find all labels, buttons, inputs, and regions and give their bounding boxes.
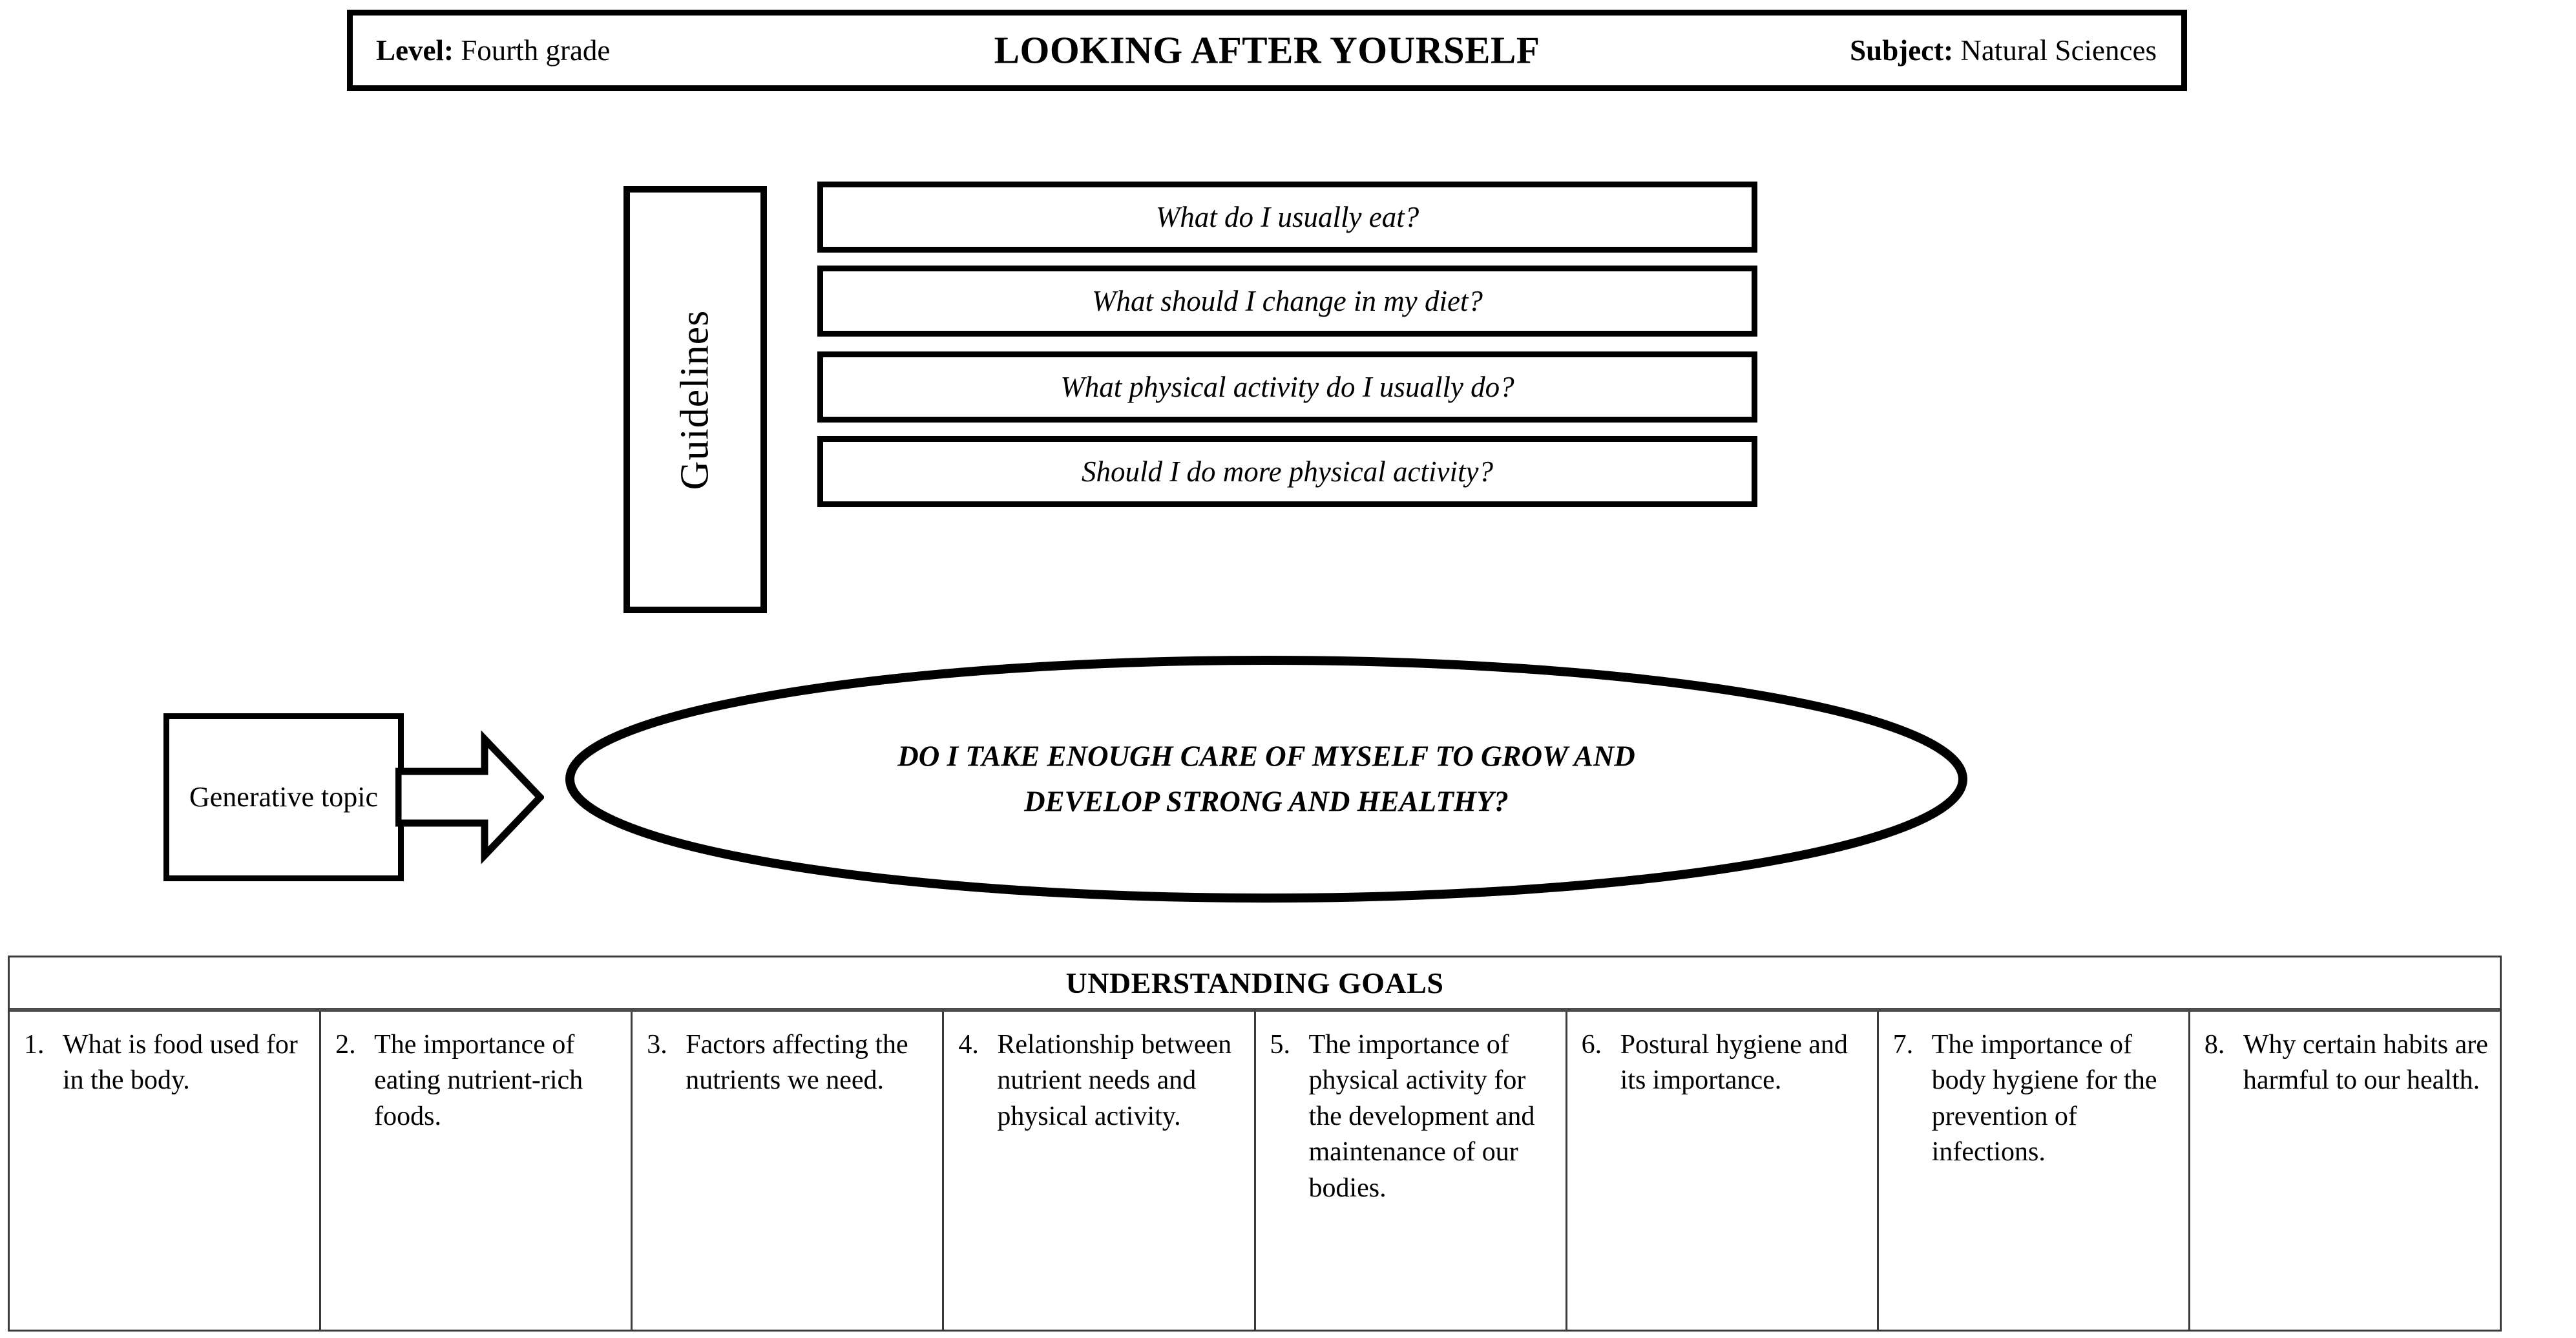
goal-number-2: 2. [335,1030,356,1060]
guideline-item-4-text: Should I do more physical activity? [1082,455,1493,488]
goal-number-7: 7. [1892,1030,1914,1060]
goal-text-3: Factors affecting the nutrients we need. [686,1030,908,1096]
goal-cell-1: 1. What is food used for in the body. [10,1012,322,1330]
goal-number-8: 8. [2204,1030,2225,1060]
guideline-item-1-text: What do I usually eat? [1155,201,1419,233]
goal-number-6: 6. [1581,1030,1602,1060]
central-question-text: DO I TAKE ENOUGH CARE OF MYSELF TO GROW … [760,734,1773,824]
right-arrow-icon [395,724,544,871]
goal-cell-2: 2. The importance of eating nutrient-ric… [321,1012,633,1330]
guidelines-label: Guidelines [673,309,717,490]
goal-text-5: The importance of physical activity for … [1308,1030,1535,1203]
guideline-item-2: What should I change in my diet? [817,266,1757,337]
goal-number-3: 3. [647,1030,667,1060]
understanding-goals-table: UNDERSTANDING GOALS 1. What is food used… [8,956,2502,1332]
understanding-goals-row: 1. What is food used for in the body. 2.… [10,1012,2500,1330]
central-question-ellipse: DO I TAKE ENOUGH CARE OF MYSELF TO GROW … [563,655,1969,903]
header-level: Level: Fourth grade [376,34,610,67]
goal-text-7: The importance of body hygiene for the p… [1931,1030,2157,1167]
header-subject-value: Natural Sciences [1953,34,2157,67]
header-bar: Level: Fourth grade LOOKING AFTER YOURSE… [347,10,2187,91]
goal-text-4: Relationship between nutrient needs and … [997,1030,1232,1131]
goal-text-2: The importance of eating nutrient-rich f… [374,1030,583,1131]
guideline-item-1: What do I usually eat? [817,182,1757,253]
goal-text-1: What is food used for in the body. [63,1030,298,1096]
guideline-item-3-text: What physical activity do I usually do? [1060,371,1514,403]
guidelines-label-box: Guidelines [623,186,767,613]
goal-cell-7: 7. The importance of body hygiene for th… [1879,1012,2190,1330]
central-question-line-2: DEVELOP STRONG AND HEALTHY? [1024,785,1509,817]
understanding-goals-header-row: UNDERSTANDING GOALS [10,957,2500,1012]
goal-text-6: Postural hygiene and its importance. [1620,1030,1848,1096]
header-level-value: Fourth grade [453,34,611,67]
understanding-goals-title: UNDERSTANDING GOALS [1065,966,1444,999]
goal-cell-5: 5. The importance of physical activity f… [1256,1012,1567,1330]
guideline-item-2-text: What should I change in my diet? [1092,285,1483,317]
goal-number-4: 4. [958,1030,979,1060]
header-level-key: Level: [376,34,454,67]
header-subject: Subject: Natural Sciences [1850,34,2157,67]
central-question-line-1: DO I TAKE ENOUGH CARE OF MYSELF TO GROW … [897,740,1635,773]
goal-cell-3: 3. Factors affecting the nutrients we ne… [633,1012,945,1330]
goal-number-5: 5. [1270,1030,1291,1060]
goal-cell-4: 4. Relationship between nutrient needs a… [944,1012,1256,1330]
goal-cell-6: 6. Postural hygiene and its importance. [1567,1012,1879,1330]
goal-cell-8: 8. Why certain habits are harmful to our… [2190,1012,2500,1330]
generative-topic-label: Generative topic [189,781,378,813]
guideline-item-3: What physical activity do I usually do? [817,351,1757,423]
guideline-item-4: Should I do more physical activity? [817,436,1757,507]
goal-text-8: Why certain habits are harmful to our he… [2243,1030,2488,1096]
page-title: LOOKING AFTER YOURSELF [994,28,1540,72]
goal-number-1: 1. [24,1030,45,1060]
header-subject-key: Subject: [1850,34,1954,67]
generative-topic-box: Generative topic [163,713,404,881]
